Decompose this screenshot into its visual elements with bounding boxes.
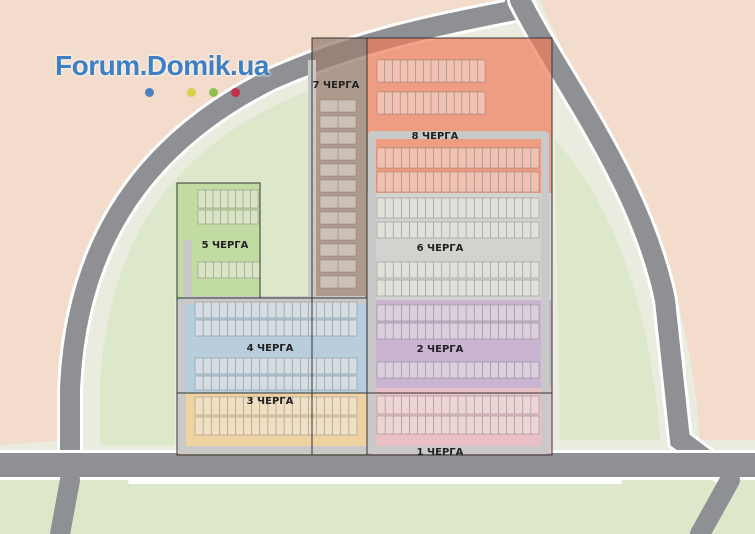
house-row-phase-2-a <box>376 304 540 322</box>
dot-green <box>209 88 218 97</box>
house-row-phase-4-b <box>194 319 358 337</box>
phase-7-label: 7 ЧЕРГА <box>313 80 360 91</box>
watermark-logo: Forum.Domik.ua <box>55 50 269 81</box>
house-row-phase-7-9 <box>319 227 357 241</box>
house-row-phase-6-c <box>376 261 540 279</box>
phase-3-block <box>177 393 367 455</box>
house-row-phase-8-d <box>376 171 540 193</box>
house-row-phase-6-a <box>376 197 540 219</box>
phase-blocks <box>177 38 552 455</box>
house-row-phase-7-10 <box>319 243 357 257</box>
dot-blue <box>145 88 154 97</box>
phase-labels: 1 ЧЕРГА 2 ЧЕРГА 3 ЧЕРГА 4 ЧЕРГА 5 ЧЕРГА … <box>202 80 464 458</box>
house-row-phase-7-12 <box>319 275 357 289</box>
house-row-phase-8-a <box>376 59 486 83</box>
phase-2-block <box>367 300 552 388</box>
east-exit-road <box>690 470 740 534</box>
house-row-phase-5-c <box>197 261 261 279</box>
west-exit-road <box>50 470 80 534</box>
outer-band-west <box>0 0 500 445</box>
dot-yellow <box>187 88 196 97</box>
phase-6-label: 6 ЧЕРГА <box>417 243 464 254</box>
phase-5-block <box>177 183 260 298</box>
house-row-phase-1-b <box>376 415 540 435</box>
house-row-phase-8-b <box>376 91 486 115</box>
house-row-phase-4-a <box>194 301 358 319</box>
phase-8-block <box>367 38 552 193</box>
house-row-phase-7-3 <box>319 131 357 145</box>
house-row-phase-7-2 <box>319 115 357 129</box>
house-row-phase-5-a <box>197 189 259 209</box>
house-row-phase-7-4 <box>319 147 357 161</box>
ring-road-west <box>60 0 525 480</box>
house-row-phase-5-b <box>197 209 259 225</box>
phase-6-block <box>367 193 552 300</box>
outline-east <box>311 37 553 456</box>
phase-4-block <box>177 298 367 393</box>
house-row-phase-7-5 <box>319 163 357 177</box>
house-row-phase-7-1 <box>319 99 357 113</box>
house-row-phase-7-8 <box>319 211 357 225</box>
phase-1-block <box>367 388 552 455</box>
north-internal-street <box>184 240 365 304</box>
ring-road-east <box>510 0 730 480</box>
house-rows <box>194 59 540 436</box>
house-row-phase-3-a <box>194 396 358 416</box>
house-row-phase-6-d <box>376 279 540 297</box>
house-row-phase-2-c <box>376 361 540 379</box>
house-row-phase-4-d <box>194 375 358 391</box>
house-row-phase-3-b <box>194 416 358 436</box>
house-row-phase-1-a <box>376 395 540 415</box>
house-row-phase-4-c <box>194 357 358 375</box>
phase-8-label: 8 ЧЕРГА <box>412 131 459 142</box>
house-row-phase-2-b <box>376 322 540 340</box>
phase-7-block <box>312 38 367 298</box>
house-row-phase-7-6 <box>319 179 357 193</box>
phase-5-label: 5 ЧЕРГА <box>202 240 249 251</box>
west-internal-street <box>178 300 367 454</box>
phase-2-label: 2 ЧЕРГА <box>417 344 464 355</box>
dot-red <box>231 88 240 97</box>
phase-4-label: 4 ЧЕРГА <box>247 343 294 354</box>
inner-lawn-east <box>555 140 660 440</box>
house-row-phase-8-c <box>376 147 540 169</box>
house-row-phase-7-7 <box>319 195 357 209</box>
outline-phase-5 <box>176 182 261 299</box>
phase-3-label: 3 ЧЕРГА <box>247 396 294 407</box>
block-outlines <box>176 37 553 456</box>
internal-loop-street <box>368 131 549 454</box>
phase-1-label: 1 ЧЕРГА <box>417 447 464 458</box>
watermark-dots <box>145 88 245 100</box>
house-row-phase-7-11 <box>319 259 357 273</box>
house-row-phase-6-b <box>376 221 540 239</box>
south-lawn <box>0 480 755 534</box>
